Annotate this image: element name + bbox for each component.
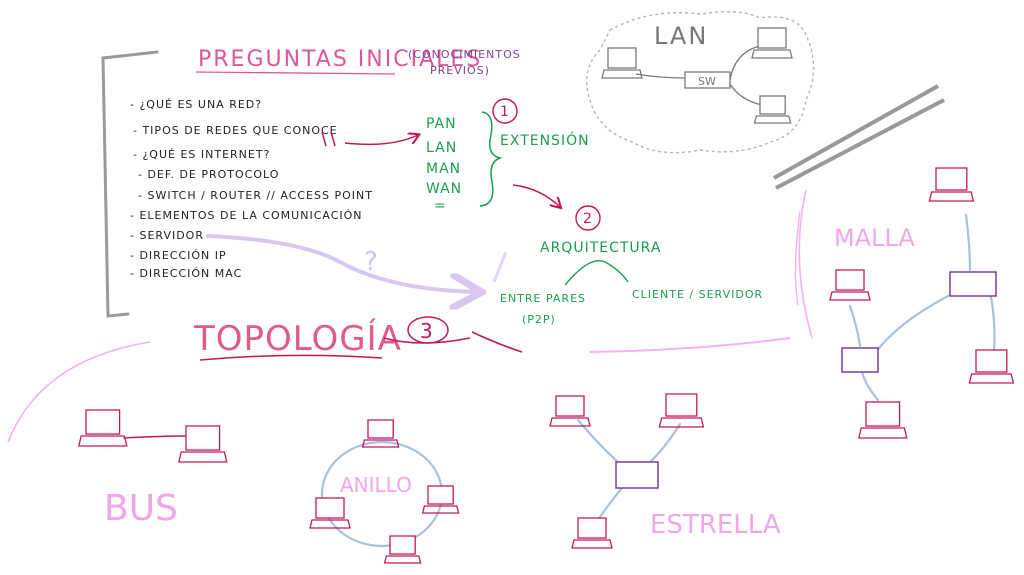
mesh-hub-icon (841, 347, 879, 373)
gray-slash-1 (773, 84, 939, 180)
section2-number: 2 (583, 211, 592, 227)
section2-right: CLIENTE / SERVIDOR (632, 288, 763, 301)
header-underline (195, 71, 396, 75)
gray-slash-2 (775, 98, 945, 190)
lan-diagram: LAN SW (586, 11, 815, 154)
question-item: - ¿QUÉ ES UNA RED? (130, 98, 262, 111)
lan-computer-icon (601, 47, 643, 79)
lan-computer-icon (751, 27, 793, 59)
question-mark: ? (364, 247, 378, 277)
network-type-trailing: = (434, 198, 447, 214)
question-item: - SERVIDOR (130, 229, 204, 242)
topology-star-label: ESTRELLA (650, 510, 781, 540)
lavender-arrow (206, 234, 478, 292)
question-item: - TIPOS DE REDES QUE CONOCE (133, 124, 338, 137)
pink-vertical-1 (798, 189, 813, 339)
arrow-to-network-types (321, 132, 418, 147)
mesh-computer-icon (829, 269, 871, 301)
network-type: MAN (426, 161, 461, 177)
network-type: WAN (426, 181, 462, 197)
mesh-computer-icon (928, 167, 975, 202)
network-types-brace (479, 111, 503, 207)
section2-branches (564, 260, 629, 286)
arrow-to-section2 (512, 184, 560, 207)
mesh-computer-icon (857, 401, 908, 439)
section1-number: 1 (500, 104, 509, 120)
bus-computer-icon (77, 409, 128, 447)
star-computer-icon (658, 393, 705, 428)
ring-computer-icon (383, 535, 422, 564)
network-type: LAN (426, 140, 457, 156)
question-item: - DIRECCIÓN IP (130, 249, 227, 262)
star-computer-icon (571, 517, 613, 549)
question-item: - DEF. DE PROTOCOLO (138, 168, 279, 181)
bus-computer-icon (177, 425, 228, 463)
ring-computer-icon (361, 419, 400, 448)
section1-label: EXTENSIÓN (500, 131, 590, 149)
section3-number: 3 (420, 319, 433, 343)
lavender-mark (492, 251, 508, 283)
pink-divider (589, 337, 791, 353)
bus-link (123, 435, 187, 439)
section2-label: ARQUITECTURA (540, 240, 661, 256)
switch-label: SW (698, 75, 716, 88)
section2-left-2: (P2P) (522, 313, 556, 326)
network-types: PAN LAN MAN WAN = (426, 116, 462, 214)
topology-ring-label: ANILLO (340, 473, 412, 497)
lan-computer-icon (753, 95, 792, 124)
section3-strokes (383, 331, 523, 353)
header-subtitle-2: PREVIOS) (430, 64, 490, 77)
questions-bracket (101, 50, 159, 318)
questions-list: - ¿QUÉ ES UNA RED? - TIPOS DE REDES QUE … (130, 98, 373, 280)
network-type: PAN (426, 116, 457, 132)
topology-mesh-label: MALLA (834, 224, 915, 252)
section2-left-1: ENTRE PARES (500, 292, 586, 305)
section3-underline (199, 354, 383, 361)
topology-bus-label: BUS (104, 488, 178, 529)
star-hub-icon (615, 461, 659, 489)
mesh-links (848, 213, 996, 402)
pink-vertical-2 (794, 211, 801, 306)
question-item: - DIRECCIÓN MAC (130, 267, 242, 280)
question-item: - ¿QUÉ ES INTERNET? (133, 148, 270, 161)
lan-links (635, 45, 763, 106)
switch-box (684, 71, 731, 89)
section3-title: TOPOLOGÍA (193, 318, 402, 359)
mesh-computer-icon (968, 349, 1015, 384)
section1-circle (492, 98, 518, 124)
pink-curve-left (7, 341, 151, 443)
topology-links (123, 213, 996, 548)
question-item: - SWITCH / ROUTER // ACCESS POINT (138, 189, 373, 202)
section2-circle (575, 205, 601, 231)
lan-title: LAN (654, 22, 708, 50)
ring-computer-icon (309, 497, 351, 529)
mesh-hub-icon (949, 271, 997, 297)
header-title: PREGUNTAS INICIALES (198, 47, 482, 72)
star-computer-icon (549, 395, 591, 427)
ring-computer-icon (421, 485, 460, 514)
header-subtitle-1: (CONOCIMIENTOS (408, 48, 521, 61)
question-item: - ELEMENTOS DE LA COMUNICACIÓN (130, 209, 363, 222)
